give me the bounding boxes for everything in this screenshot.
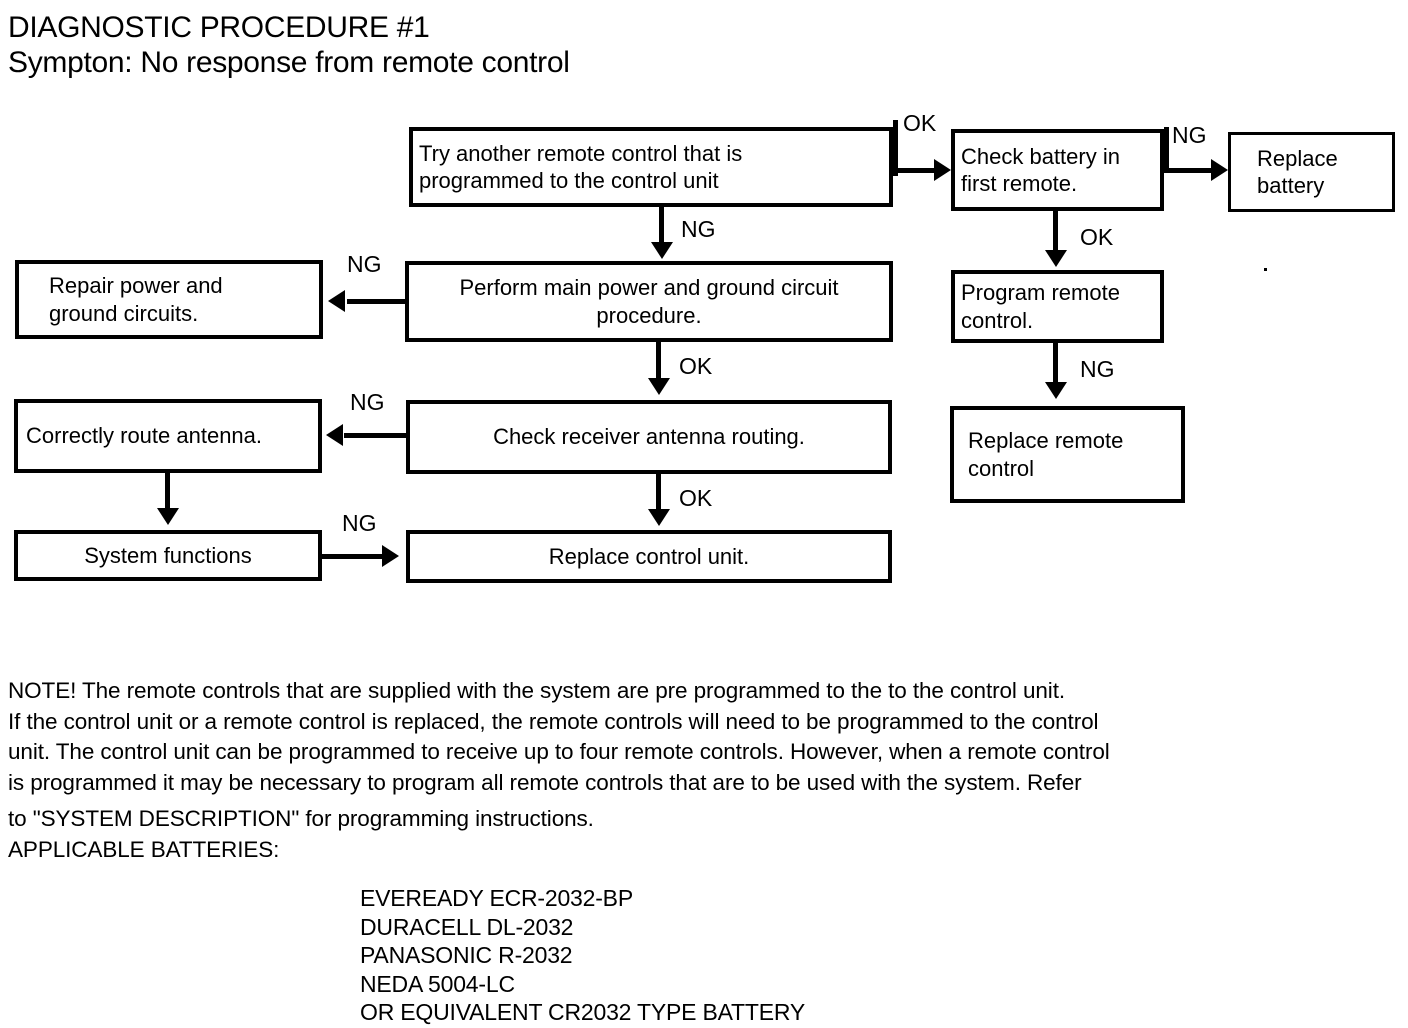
node-label: Replace control unit. — [548, 543, 750, 569]
edge-label-ng-system-functions-to-replace-unit: NG — [342, 510, 377, 536]
connector-system-functions-to-replace-unit — [322, 554, 386, 559]
node-label: Replace remote control — [968, 428, 1124, 481]
connector-try-to-perform-main — [659, 207, 664, 245]
arrowhead-to-check-antenna — [648, 378, 670, 395]
connector-program-to-replace-remote — [1053, 343, 1058, 387]
arrowhead-to-system-functions — [157, 508, 179, 525]
edge-label-ng-try-to-perform-main: NG — [681, 216, 716, 242]
connector-check-antenna-to-route — [344, 433, 430, 438]
note-line: If the control unit or a remote control … — [8, 708, 1099, 734]
node-label: Correctly route antenna. — [26, 423, 263, 449]
connector-perform-main-to-repair — [347, 299, 431, 304]
node-replace-control-unit[interactable]: Replace control unit. — [406, 530, 892, 583]
node-label: Replace battery — [1257, 145, 1338, 199]
node-check-antenna-routing[interactable]: Check receiver antenna routing. — [406, 400, 892, 474]
node-label: Program remote control. — [961, 280, 1120, 333]
battery-list-item: EVEREADY ECR-2032-BP — [360, 885, 633, 911]
title-line-procedure: DIAGNOSTIC PROCEDURE #1 — [8, 11, 430, 44]
note-line-applicable-batteries: APPLICABLE BATTERIES: — [8, 836, 280, 862]
battery-list-item: NEDA 5004-LC — [360, 970, 515, 997]
connector-check-battery-riser — [1164, 127, 1169, 172]
node-system-functions[interactable]: System functions — [14, 530, 322, 581]
arrowhead-to-replace-control-unit — [648, 509, 670, 526]
edge-label-ok-check-battery-to-program: OK — [1080, 224, 1114, 250]
battery-list-item: PANASONIC R-2032 — [360, 942, 573, 968]
note-line-system-description: to "SYSTEM DESCRIPTION" for programming … — [8, 806, 594, 831]
node-replace-remote-control[interactable]: Replace remote control — [950, 406, 1185, 503]
arrowhead-to-replace-battery — [1211, 159, 1228, 181]
edge-label-ng-check-battery-to-replace-battery: NG — [1172, 122, 1207, 148]
arrowhead-to-route-antenna — [326, 424, 343, 446]
node-label: System functions — [84, 542, 252, 568]
node-program-remote[interactable]: Program remote control. — [951, 270, 1164, 343]
connector-check-battery-to-program — [1053, 211, 1058, 253]
node-repair-power[interactable]: Repair power and ground circuits. — [15, 260, 323, 339]
node-perform-main-power[interactable]: Perform main power and ground circuit pr… — [405, 261, 893, 342]
battery-list-item: OR EQUIVALENT CR2032 TYPE BATTERY — [360, 999, 806, 1025]
edge-label-ng-perform-main-to-repair: NG — [347, 251, 382, 277]
node-label: Perform main power and ground circuit pr… — [459, 275, 839, 328]
arrowhead-to-replace-remote — [1045, 382, 1067, 399]
node-label: Repair power and ground circuits. — [49, 273, 223, 326]
page-title: DIAGNOSTIC PROCEDURE #1 Sympton: No resp… — [8, 10, 570, 81]
note-line: NOTE! The remote controls that are suppl… — [8, 678, 1065, 703]
node-label: Try another remote control that is progr… — [419, 140, 743, 194]
node-replace-battery[interactable]: Replace battery — [1228, 132, 1395, 212]
node-check-battery[interactable]: Check battery in first remote. — [951, 129, 1164, 211]
node-try-another-remote[interactable]: Try another remote control that is progr… — [409, 127, 893, 207]
edge-label-ok-check-antenna-to-replace-unit: OK — [679, 485, 713, 511]
connector-try-to-check-battery-horizontal — [893, 168, 937, 173]
diagnostic-flowchart: Try another remote control that is progr… — [14, 110, 1395, 583]
connector-check-antenna-to-replace-unit — [656, 474, 661, 512]
edge-label-ok-perform-main-to-check-antenna: OK — [679, 353, 713, 379]
battery-list-item: DURACELL DL-2032 — [360, 913, 574, 940]
note-section: NOTE! The remote controls that are suppl… — [8, 676, 1403, 865]
connector-route-antenna-to-system-functions — [165, 473, 170, 511]
connector-try-to-check-battery-vertical — [893, 120, 898, 176]
edge-label-ok-try-to-check-battery: OK — [903, 110, 937, 136]
node-label: Check battery in first remote. — [961, 143, 1120, 197]
node-correctly-route-antenna[interactable]: Correctly route antenna. — [14, 399, 322, 473]
note-line: is programmed it may be necessary to pro… — [8, 769, 1082, 795]
arrowhead-to-perform-main — [651, 242, 673, 259]
edge-label-ng-check-antenna-to-route: NG — [350, 389, 385, 415]
arrowhead-system-functions-to-replace-unit — [382, 545, 399, 567]
battery-list: EVEREADY ECR-2032-BP DURACELL DL-2032 PA… — [360, 884, 805, 1027]
arrowhead-to-repair-power — [328, 290, 345, 312]
arrowhead-to-program-remote — [1045, 250, 1067, 267]
node-label: Check receiver antenna routing. — [493, 424, 805, 450]
connector-perform-main-to-check-antenna — [656, 342, 661, 380]
note-line: unit. The control unit can be programmed… — [8, 739, 1110, 764]
scan-speck — [1264, 268, 1267, 271]
connector-check-battery-to-replace-battery — [1164, 168, 1216, 173]
arrowhead-to-check-battery — [934, 159, 951, 181]
edge-label-ng-program-to-replace-remote: NG — [1080, 356, 1115, 382]
title-line-symptom: Sympton: No response from remote control — [8, 46, 570, 80]
